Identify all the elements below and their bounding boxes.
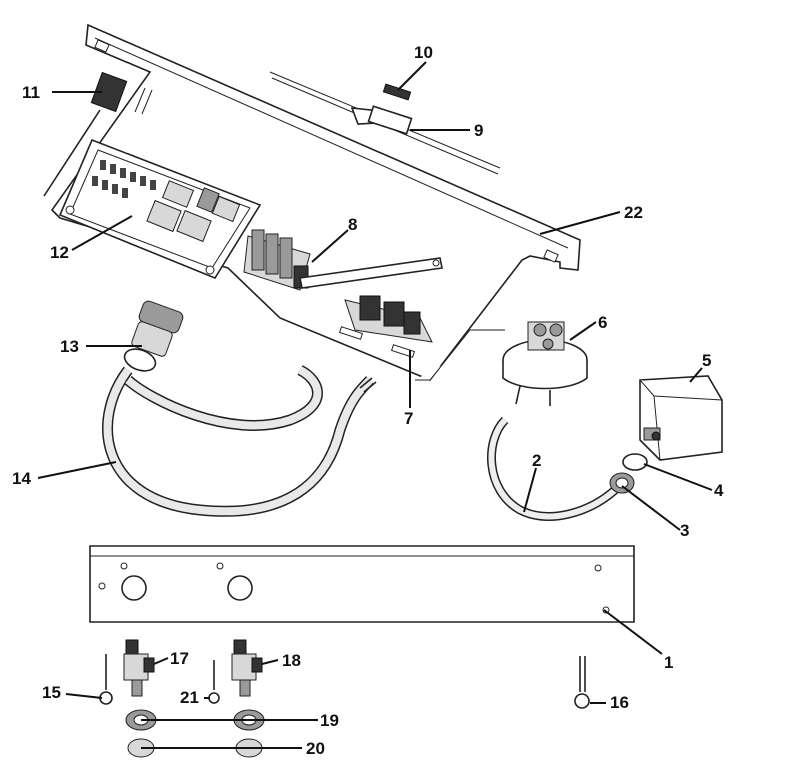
part-4-washer — [622, 453, 648, 471]
part-5-box-component — [639, 375, 723, 461]
leader-lines — [37, 61, 713, 749]
part-21-screw — [208, 660, 220, 704]
part-6-pressure-switch — [502, 321, 588, 406]
callout-17: 17 — [170, 649, 189, 668]
part-9-capillary-tube — [269, 71, 501, 175]
callout-2: 2 — [532, 451, 541, 470]
callout-15: 15 — [42, 683, 61, 702]
callout-6: 6 — [598, 313, 607, 332]
part-12-control-board — [58, 138, 262, 279]
callout-20: 20 — [306, 739, 325, 758]
callouts: 11 10 9 22 8 12 13 6 5 7 14 2 4 3 1 15 1… — [12, 43, 724, 758]
part-18-switch — [231, 639, 263, 697]
part-7-relay — [338, 295, 433, 358]
callout-10: 10 — [414, 43, 433, 62]
callout-8: 8 — [348, 215, 357, 234]
callout-19: 19 — [320, 711, 339, 730]
part-1-bracket — [89, 545, 635, 623]
callout-3: 3 — [680, 521, 689, 540]
part-14-power-cord — [102, 365, 377, 517]
part-16-screw — [574, 656, 590, 709]
callout-4: 4 — [714, 481, 724, 500]
callout-14: 14 — [12, 469, 31, 488]
part-22-mounting-plate — [50, 23, 581, 381]
callout-22: 22 — [624, 203, 643, 222]
callout-1: 1 — [664, 653, 673, 672]
part-13-cable-gland — [123, 300, 184, 372]
part-3-nut — [609, 472, 635, 494]
callout-12: 12 — [50, 243, 69, 262]
callout-13: 13 — [60, 337, 79, 356]
part-8-terminal-block — [243, 229, 443, 291]
callout-5: 5 — [702, 351, 711, 370]
callout-9: 9 — [474, 121, 483, 140]
callout-11: 11 — [22, 83, 40, 102]
part-17-switch — [123, 639, 155, 697]
callout-21: 21 — [180, 688, 199, 707]
part-11-sensor-probe — [43, 71, 128, 197]
callout-16: 16 — [610, 693, 629, 712]
part-10-clip — [382, 83, 412, 101]
part-2-hose — [487, 416, 618, 521]
callout-7: 7 — [404, 409, 413, 428]
part-15-screw — [99, 654, 113, 705]
callout-18: 18 — [282, 651, 301, 670]
